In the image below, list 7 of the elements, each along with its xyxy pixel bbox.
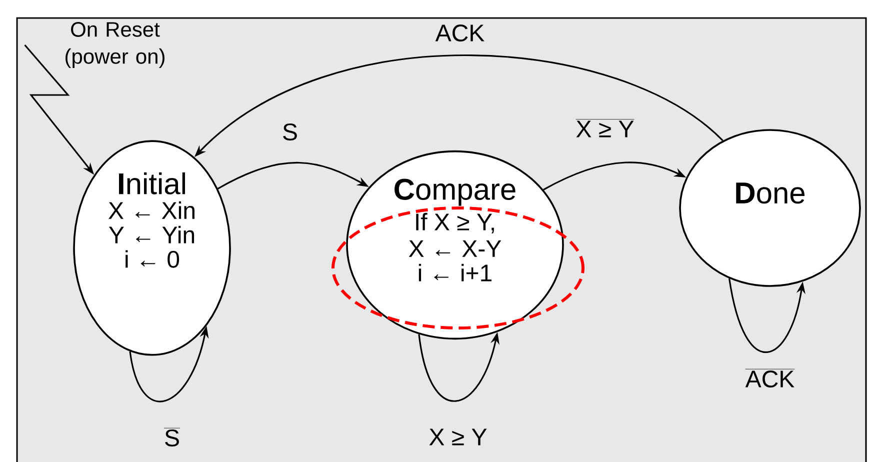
reset-label: On Reset (power on) <box>66 22 164 68</box>
edge-label: $\overline{\mbox{ACK}}$ <box>744 368 796 388</box>
edge-label: $\mbox{X ≥ Y}$ <box>428 428 488 446</box>
edge-label: $\overline{\mbox{S}}$ <box>163 426 181 448</box>
edge-label: $\mbox{S}$ <box>281 122 299 142</box>
edge-label: $\mbox{ACK}$ <box>434 24 486 42</box>
edge-label: $\overline{\mbox{X ≥ Y}}$ <box>574 118 636 138</box>
